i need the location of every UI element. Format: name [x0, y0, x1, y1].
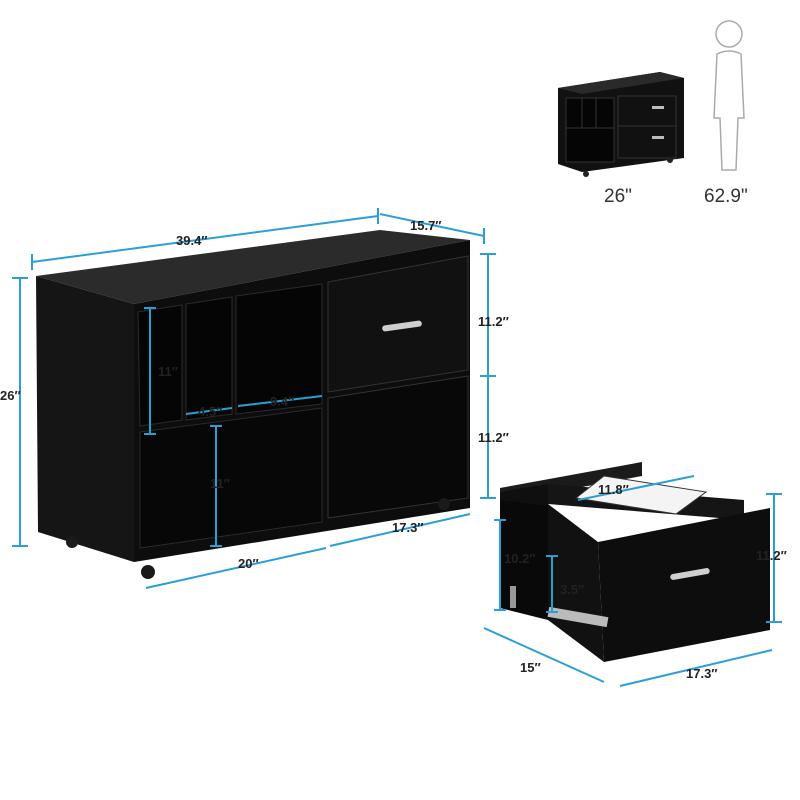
- cubby-height-bottom-label: 11″: [210, 476, 230, 491]
- thumbnail-height-label: 62.9": [704, 186, 748, 207]
- drawer-bottom-height-label: 11.2″: [478, 430, 509, 445]
- drawer-width-label: 17.3″: [686, 666, 718, 681]
- thumbnail-width-label: 26": [604, 186, 632, 207]
- drawer-handle-icon: [652, 106, 664, 109]
- drawer-inner-height-label: 10.2″: [504, 551, 536, 566]
- drawer-detail: [500, 462, 770, 662]
- cubby-width-small-label: 4.5″: [198, 404, 222, 419]
- base-width-right-label: 17.3″: [392, 520, 424, 535]
- caster-wheel-icon: [667, 157, 673, 163]
- base-width-left-label: 20″: [238, 556, 259, 571]
- caster-wheel-icon: [66, 536, 78, 548]
- drawer-rail-height-label: 3.5″: [560, 582, 584, 597]
- main-width-label: 39.4″: [176, 233, 208, 248]
- cubby-width-large-label: 9.4″: [270, 394, 294, 409]
- thumbnail-cabinet: [558, 72, 684, 177]
- drawer-top-height-label: 11.2″: [478, 314, 509, 329]
- drawer-depth-label: 15″: [520, 660, 541, 675]
- main-height-label: 26″: [0, 388, 21, 403]
- drawer-handle-icon: [652, 136, 664, 139]
- caster-wheel-icon: [438, 498, 450, 510]
- drawer-front-height-label: 11.2″: [756, 548, 787, 563]
- caster-wheel-icon: [583, 171, 589, 177]
- drawer-handle-icon: [670, 568, 710, 580]
- drawer-inner-width-label: 11.8″: [598, 482, 629, 497]
- person-silhouette-icon: [713, 20, 745, 171]
- drawer-dimension-lines: [483, 475, 782, 687]
- caster-wheel-icon: [141, 565, 155, 579]
- main-dimension-lines: [12, 208, 496, 589]
- main-depth-label: 15.7″: [410, 218, 442, 233]
- cubby-height-top-label: 11″: [158, 364, 178, 379]
- drawer-handle-icon: [382, 320, 422, 332]
